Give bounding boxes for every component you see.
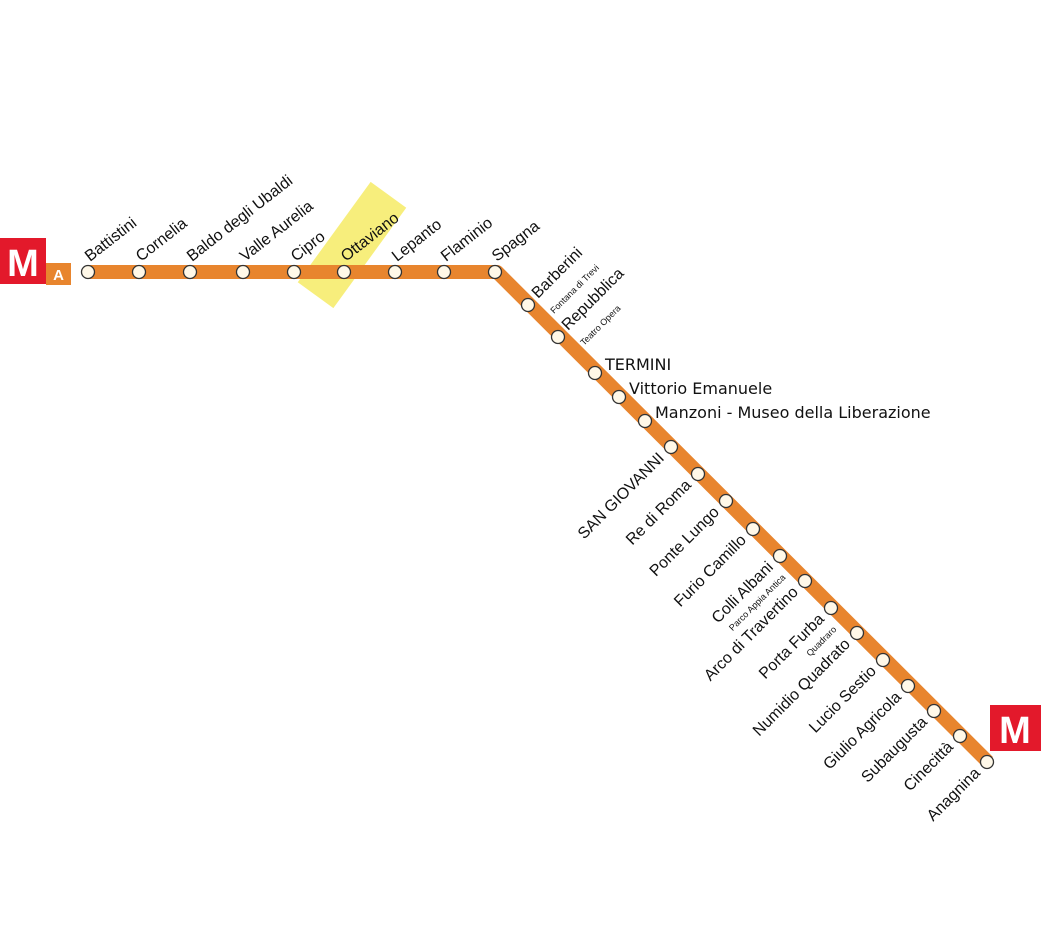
- station-dot: [797, 573, 813, 589]
- station-dot: [550, 329, 566, 345]
- station-label: Battistini: [82, 215, 140, 266]
- station-dot: [849, 625, 865, 641]
- station-dot: [387, 264, 403, 280]
- metro-logo-west: M A: [0, 238, 71, 285]
- station-vittorio-emanuele: Vittorio Emanuele: [611, 379, 772, 405]
- station-label: Numidio Quadrato: [750, 636, 854, 740]
- station-dot: [436, 264, 452, 280]
- station-dot: [718, 493, 734, 509]
- svg-text:M: M: [999, 710, 1031, 752]
- station-dot: [823, 600, 839, 616]
- station-manzoni-museo-della-liberazione: Manzoni - Museo della Liberazione: [637, 403, 931, 429]
- station-san-giovanni: SAN GIOVANNI: [575, 439, 679, 543]
- station-label: Arco di Travertino: [701, 584, 802, 685]
- station-label: Vittorio Emanuele: [629, 379, 772, 398]
- station-dot: [690, 466, 706, 482]
- station-dot: [952, 728, 968, 744]
- station-dot: [182, 264, 198, 280]
- station-dot: [587, 365, 603, 381]
- station-dot: [772, 548, 788, 564]
- station-dot: [637, 413, 653, 429]
- station-label: Cornelia: [133, 215, 191, 265]
- station-dot: [926, 703, 942, 719]
- station-dot: [80, 264, 96, 280]
- station-dot: [235, 264, 251, 280]
- station-giulio-agricola: Giulio Agricola: [820, 678, 916, 773]
- station-dot: [286, 264, 302, 280]
- station-dot: [900, 678, 916, 694]
- station-termini: TERMINI: [587, 355, 671, 381]
- station-label: Manzoni - Museo della Liberazione: [655, 403, 931, 422]
- svg-text:M: M: [7, 243, 39, 285]
- station-spagna: Spagna: [487, 218, 543, 280]
- station-label: Flaminio: [438, 214, 496, 265]
- station-label: Spagna: [489, 218, 543, 265]
- station-dot: [131, 264, 147, 280]
- station-dot: [611, 389, 627, 405]
- station-dot: [745, 521, 761, 537]
- station-dot: [663, 439, 679, 455]
- station-dot: [336, 264, 352, 280]
- svg-text:A: A: [53, 267, 64, 284]
- station-dot: [487, 264, 503, 280]
- station-label: TERMINI: [604, 355, 671, 374]
- station-dot: [875, 652, 891, 668]
- station-dot: [520, 297, 536, 313]
- metro-logo-east: M: [990, 705, 1041, 752]
- station-dot: [979, 754, 995, 770]
